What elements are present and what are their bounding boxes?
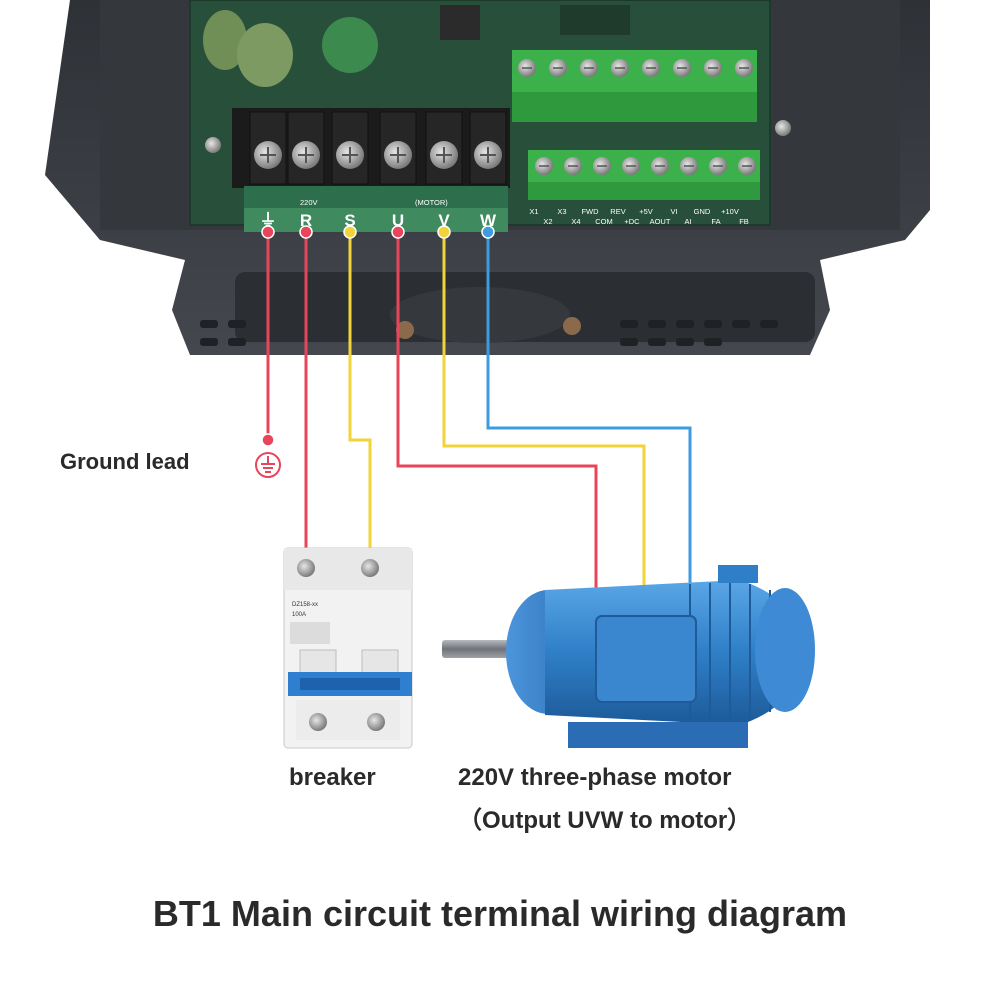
terminal-label: R: [300, 211, 312, 230]
control-label-bottom: AOUT: [650, 217, 671, 226]
terminal-label: W: [480, 211, 497, 230]
control-label-bottom: X4: [571, 217, 580, 226]
wire-u: [396, 232, 598, 656]
breaker-model-text: DZ158-xx: [292, 602, 318, 608]
control-terminal-block: X1 X3 FWD REV +5V VI GND +10V X2 X4 COM +DC AOUT AI FA…: [512, 50, 760, 226]
control-label-bottom: COM: [595, 217, 613, 226]
terminal-label: V: [438, 211, 450, 230]
screw-icon: [205, 137, 221, 153]
terminal-label: ⏚: [260, 211, 277, 230]
control-label-top: +10V: [721, 207, 739, 216]
ground-lead-label: Ground lead: [60, 449, 190, 474]
capacitor-component: [203, 10, 247, 70]
control-label-bottom: AI: [684, 217, 691, 226]
wires: [266, 232, 692, 656]
control-label-bottom: +DC: [624, 217, 640, 226]
motor-title-label: 220V three-phase motor: [458, 764, 732, 791]
main-terminal-block: 220V (MOTOR) ⏚ R S U V W: [232, 108, 510, 232]
control-label-top: VI: [670, 207, 677, 216]
control-label-top: X3: [557, 207, 566, 216]
ground-symbol-icon: [255, 452, 281, 478]
terminal-motor-mark: (MOTOR): [415, 198, 448, 207]
terminal-label: U: [392, 211, 404, 230]
control-label-top: GND: [694, 207, 711, 216]
control-label-top: FWD: [581, 207, 599, 216]
wire-w: [486, 232, 692, 656]
breaker-device: DZ158-xx 100A: [283, 547, 413, 749]
screw-icon: [775, 120, 791, 136]
control-label-bottom: FA: [711, 217, 720, 226]
breaker-label: breaker: [289, 764, 376, 791]
terminal-voltage-mark: 220V: [300, 198, 318, 207]
control-label-top: +5V: [639, 207, 653, 216]
control-label-top: X1: [529, 207, 538, 216]
control-label-bottom: X2: [543, 217, 552, 226]
wire-v: [442, 232, 646, 656]
terminal-label: S: [344, 211, 355, 230]
control-label-bottom: FB: [739, 217, 749, 226]
wire-s: [348, 232, 372, 566]
motor-shaft: [442, 640, 522, 658]
breaker-rating-text: 100A: [292, 612, 306, 618]
motor-subtitle-label: （Output UVW to motor）: [458, 807, 752, 834]
control-label-top: REV: [610, 207, 625, 216]
motor-device: [442, 565, 815, 748]
footer-title: BT1 Main circuit terminal wiring diagram: [152, 893, 848, 934]
motor-terminal-box: [595, 615, 697, 703]
